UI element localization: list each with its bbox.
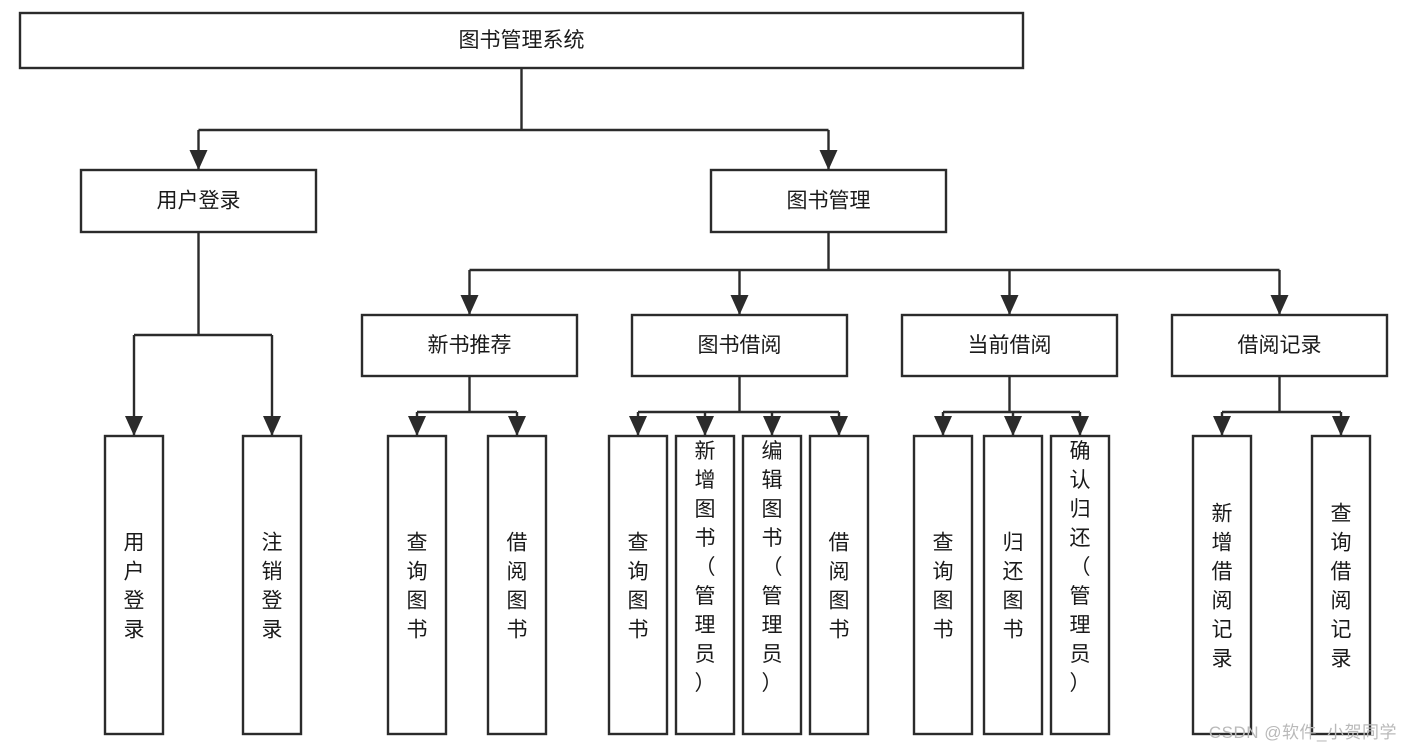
node-box-leaf-add-record: [1191, 434, 1253, 736]
node-leaf-confirm-return[interactable]: 确认归还（管理员）: [1049, 434, 1111, 736]
connector-lines: [125, 68, 1350, 436]
csdn-watermark: CSDN @软件_小贺同学: [1208, 723, 1397, 742]
node-box-leaf-user-logout: [241, 434, 303, 736]
arrow-head-icon-leaf-query-book-2: [629, 416, 647, 436]
arrow-head-icon-borrow-record: [1270, 295, 1289, 315]
node-leaf-edit-book[interactable]: 编辑图书（管理员）: [741, 434, 803, 736]
node-leaf-query-book-1[interactable]: 查询图书: [386, 434, 448, 736]
node-book-management[interactable]: 图书管理: [709, 168, 948, 234]
arrow-head-icon-leaf-query-record: [1332, 416, 1350, 436]
node-label-leaf-add-book: 新增图书（管理员）: [695, 440, 716, 695]
node-leaf-add-book[interactable]: 新增图书（管理员）: [674, 434, 736, 736]
arrow-head-icon-leaf-borrow-book-2: [830, 416, 848, 436]
node-box-new-book-recommend: [360, 313, 579, 378]
node-box-book-management: [709, 168, 948, 234]
node-leaf-query-book-2[interactable]: 查询图书: [607, 434, 669, 736]
node-box-user-login: [79, 168, 318, 234]
node-box-borrow-record: [1170, 313, 1389, 378]
node-leaf-return-book[interactable]: 归还图书: [982, 434, 1044, 736]
node-box-leaf-edit-book: [741, 434, 803, 736]
node-user-login[interactable]: 用户登录: [79, 168, 318, 234]
node-label-book-management: 图书管理: [787, 190, 871, 213]
node-box-leaf-query-book-2: [607, 434, 669, 736]
arrow-head-icon-leaf-user-logout: [263, 416, 281, 436]
node-leaf-add-record[interactable]: 新增借阅记录: [1191, 434, 1253, 736]
arrow-head-icon-user-login: [189, 150, 208, 170]
node-root[interactable]: 图书管理系统: [18, 11, 1025, 70]
node-label-leaf-edit-book: 编辑图书（管理员）: [762, 440, 783, 695]
node-leaf-query-book-3[interactable]: 查询图书: [912, 434, 974, 736]
node-label-leaf-borrow-book-2: 借阅图书: [829, 532, 850, 642]
node-label-leaf-user-logout: 注销登录: [262, 532, 283, 642]
node-label-book-borrow: 图书借阅: [698, 334, 782, 357]
node-label-leaf-query-book-3: 查询图书: [933, 532, 954, 642]
node-leaf-user-logout[interactable]: 注销登录: [241, 434, 303, 736]
node-label-leaf-query-book-1: 查询图书: [407, 532, 428, 642]
node-label-leaf-add-record: 新增借阅记录: [1212, 503, 1233, 671]
node-box-root: [18, 11, 1025, 70]
node-label-leaf-query-book-2: 查询图书: [628, 532, 649, 642]
node-box-leaf-return-book: [982, 434, 1044, 736]
arrow-head-icon-leaf-user-login: [125, 416, 143, 436]
arrow-head-icon-new-book-recommend: [460, 295, 479, 315]
node-box-leaf-query-book-1: [386, 434, 448, 736]
arrow-head-icon-leaf-add-record: [1213, 416, 1231, 436]
arrow-head-icon-leaf-borrow-book-1: [508, 416, 526, 436]
node-current-borrow[interactable]: 当前借阅: [900, 313, 1119, 378]
node-box-current-borrow: [900, 313, 1119, 378]
node-label-leaf-confirm-return: 确认归还（管理员）: [1070, 440, 1091, 695]
node-label-new-book-recommend: 新书推荐: [428, 334, 512, 357]
arrow-head-icon-leaf-add-book: [696, 416, 714, 436]
node-box-leaf-borrow-book-2: [808, 434, 870, 736]
node-label-current-borrow: 当前借阅: [968, 334, 1052, 357]
node-label-leaf-user-login: 用户登录: [124, 532, 145, 642]
node-box-book-borrow: [630, 313, 849, 378]
arrow-head-icon-leaf-edit-book: [763, 416, 781, 436]
node-leaf-query-record[interactable]: 查询借阅记录: [1310, 434, 1372, 736]
arrow-head-icon-leaf-return-book: [1004, 416, 1022, 436]
node-borrow-record[interactable]: 借阅记录: [1170, 313, 1389, 378]
node-label-root: 图书管理系统: [459, 29, 585, 52]
node-boxes: 图书管理系统用户登录图书管理新书推荐图书借阅当前借阅借阅记录用户登录注销登录查询…: [18, 11, 1389, 736]
node-leaf-borrow-book-1[interactable]: 借阅图书: [486, 434, 548, 736]
node-new-book-recommend[interactable]: 新书推荐: [360, 313, 579, 378]
node-label-leaf-query-record: 查询借阅记录: [1331, 503, 1352, 671]
node-box-leaf-confirm-return: [1049, 434, 1111, 736]
node-label-leaf-borrow-book-1: 借阅图书: [507, 532, 528, 642]
node-label-user-login: 用户登录: [157, 190, 241, 213]
node-book-borrow[interactable]: 图书借阅: [630, 313, 849, 378]
node-leaf-borrow-book-2[interactable]: 借阅图书: [808, 434, 870, 736]
node-box-leaf-query-book-3: [912, 434, 974, 736]
node-label-leaf-return-book: 归还图书: [1003, 532, 1024, 642]
arrow-head-icon-leaf-confirm-return: [1071, 416, 1089, 436]
node-box-leaf-query-record: [1310, 434, 1372, 736]
node-box-leaf-add-book: [674, 434, 736, 736]
node-box-leaf-user-login: [103, 434, 165, 736]
arrow-head-icon-leaf-query-book-1: [408, 416, 426, 436]
arrow-head-icon-book-management: [819, 150, 838, 170]
node-box-leaf-borrow-book-1: [486, 434, 548, 736]
arrow-head-icon-leaf-query-book-3: [934, 416, 952, 436]
node-leaf-user-login[interactable]: 用户登录: [103, 434, 165, 736]
arrow-head-icon-current-borrow: [1000, 295, 1019, 315]
arrow-head-icon-book-borrow: [730, 295, 749, 315]
node-label-borrow-record: 借阅记录: [1238, 334, 1322, 357]
